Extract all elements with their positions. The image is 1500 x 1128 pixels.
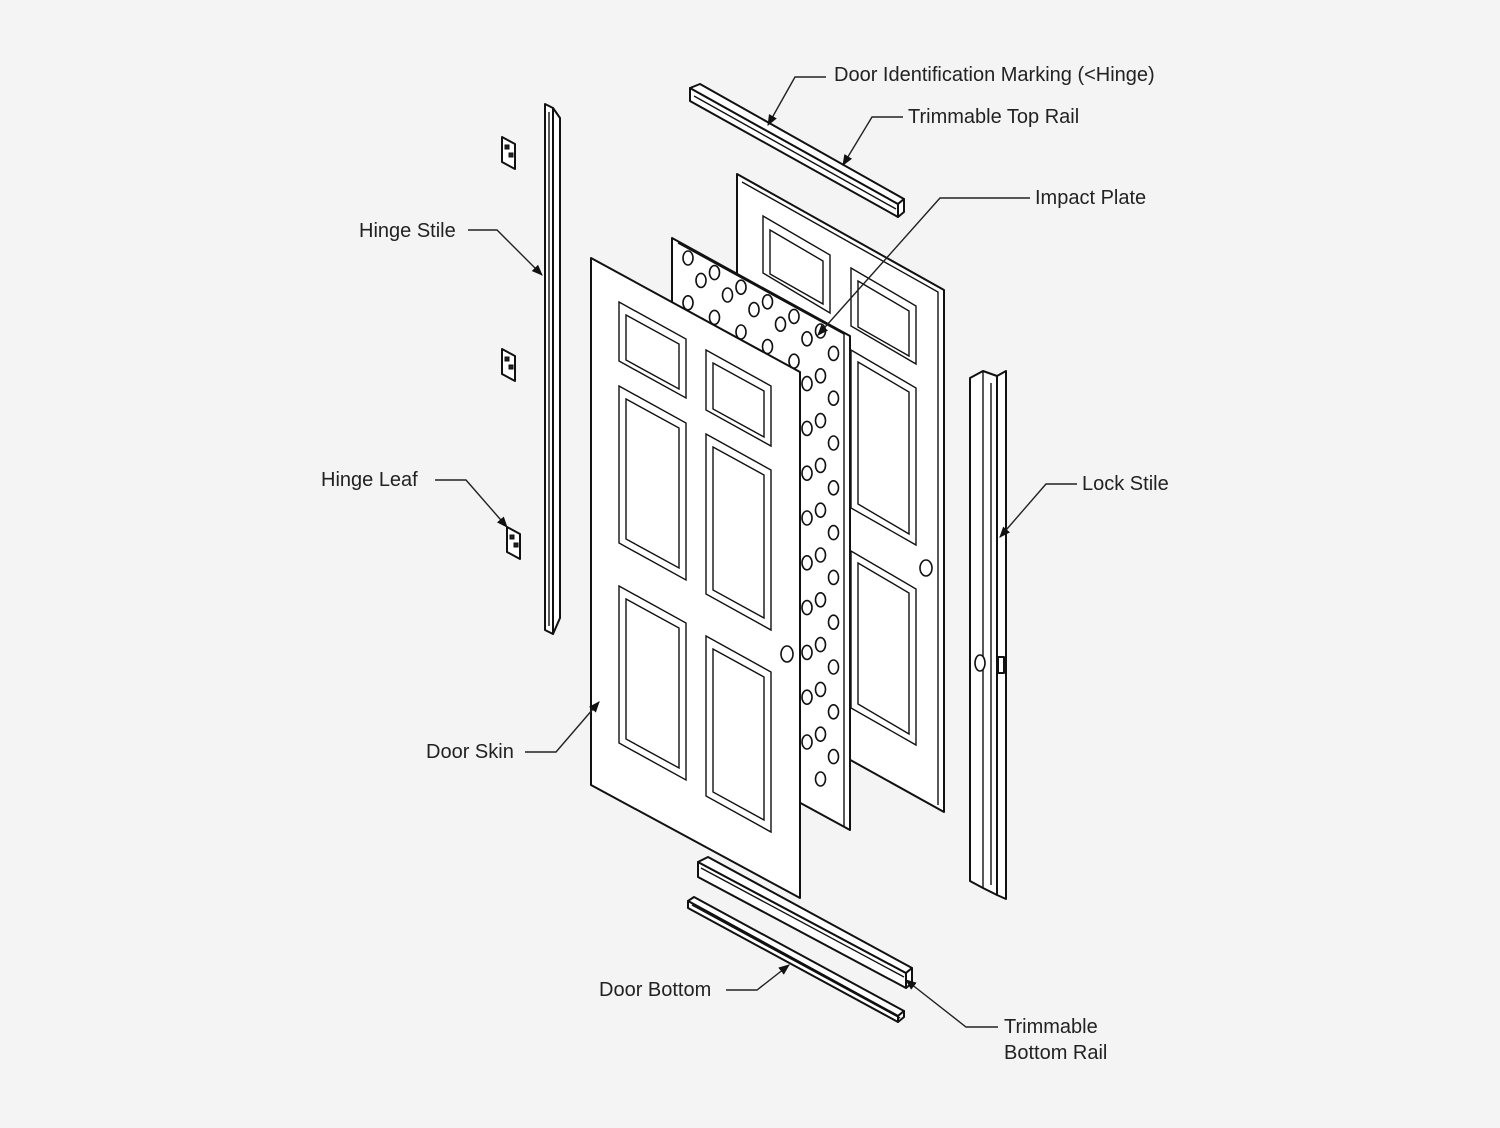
plate-hole	[801, 510, 813, 526]
plate-hole	[827, 569, 840, 586]
plate-hole	[682, 294, 694, 311]
plate-hole	[708, 264, 721, 281]
plate-hole	[708, 309, 721, 326]
plate-hole	[721, 287, 734, 303]
plate-hole	[814, 681, 827, 698]
leader-lines	[435, 76, 1077, 1028]
front-door-skin	[590, 257, 801, 899]
plate-hole	[814, 367, 827, 384]
door-bottom-part	[687, 896, 905, 1023]
plate-hole	[801, 330, 813, 347]
plate-hole	[814, 726, 827, 743]
label-bottom-rail-line2: Bottom Rail	[1004, 1042, 1108, 1064]
label-hinge-stile: Hinge Stile	[359, 220, 456, 242]
label-lock-stile: Lock Stile	[1082, 473, 1169, 495]
lock-stile-part	[969, 370, 1007, 900]
plate-hole	[801, 554, 813, 571]
label-impact-plate: Impact Plate	[1035, 187, 1147, 209]
plate-hole	[827, 659, 840, 675]
plate-hole	[735, 279, 747, 296]
plate-hole	[827, 703, 840, 720]
plate-hole	[774, 316, 787, 333]
label-top-rail: Trimmable Top Rail	[908, 106, 1080, 128]
plate-hole	[827, 524, 840, 541]
plate-hole	[814, 547, 827, 563]
plate-hole	[814, 412, 827, 429]
plate-hole	[827, 614, 840, 631]
hinge-leaf-top	[501, 136, 516, 170]
plate-hole	[801, 734, 813, 750]
label-hinge-leaf: Hinge Leaf	[321, 469, 418, 491]
plate-hole	[814, 323, 827, 339]
top-rail-part	[689, 83, 905, 218]
label-bottom-rail-line1: Trimmable	[1004, 1016, 1098, 1038]
plate-hole	[748, 301, 760, 318]
plate-hole	[814, 457, 827, 474]
plate-hole	[827, 479, 840, 496]
label-door-identification: Door Identification Marking (<Hinge)	[834, 64, 1155, 86]
plate-hole	[827, 748, 840, 765]
plate-hole	[801, 375, 813, 392]
hinge-leaf-bottom	[506, 526, 521, 560]
plate-hole	[827, 345, 840, 362]
plate-hole	[761, 293, 774, 310]
plate-hole	[814, 502, 827, 519]
plate-hole	[814, 771, 827, 787]
plate-hole	[695, 272, 707, 289]
plate-hole	[801, 644, 813, 661]
plate-hole	[827, 435, 840, 451]
plate-hole	[788, 308, 800, 325]
plate-hole	[814, 636, 827, 653]
plate-hole	[801, 465, 813, 482]
label-door-bottom: Door Bottom	[599, 979, 712, 1001]
plate-hole	[814, 591, 827, 608]
plate-hole	[827, 390, 840, 407]
hinge-stile-part	[544, 103, 561, 635]
plate-hole	[801, 599, 813, 616]
label-door-skin: Door Skin	[426, 741, 514, 763]
plate-hole	[801, 420, 813, 437]
plate-hole	[801, 689, 813, 706]
plate-hole	[682, 250, 694, 266]
hinge-leaf-middle	[501, 348, 516, 382]
